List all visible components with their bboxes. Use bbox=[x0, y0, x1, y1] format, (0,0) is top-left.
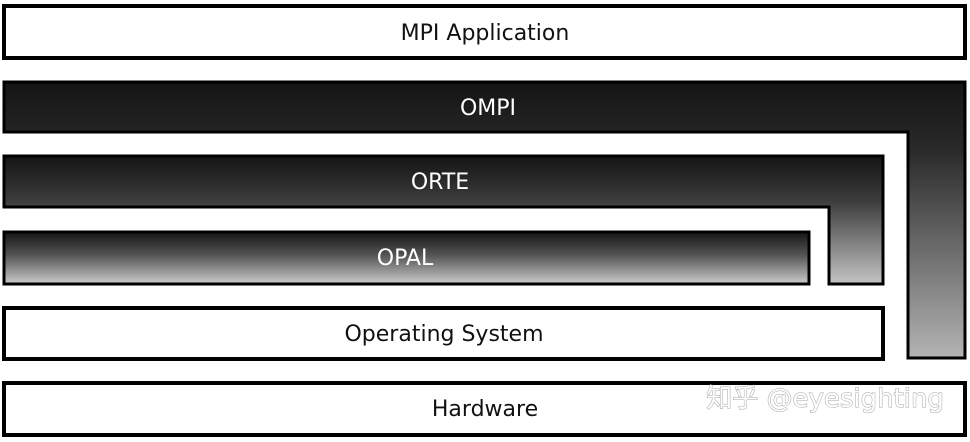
watermark-text: 知乎 @eyesighting bbox=[706, 384, 944, 414]
ompi-label: OMPI bbox=[460, 96, 516, 121]
hardware-label: Hardware bbox=[432, 397, 538, 422]
orte-label: ORTE bbox=[411, 170, 469, 195]
ompi-layer bbox=[2, 80, 967, 360]
opal-layer bbox=[2, 230, 811, 286]
mpi-application-layer bbox=[2, 4, 967, 60]
mpi-application-label: MPI Application bbox=[401, 21, 570, 46]
hardware-layer bbox=[2, 381, 967, 437]
opal-label: OPAL bbox=[377, 246, 434, 271]
operating-system-layer bbox=[2, 306, 885, 361]
operating-system-label: Operating System bbox=[344, 322, 543, 347]
orte-layer bbox=[2, 154, 885, 286]
